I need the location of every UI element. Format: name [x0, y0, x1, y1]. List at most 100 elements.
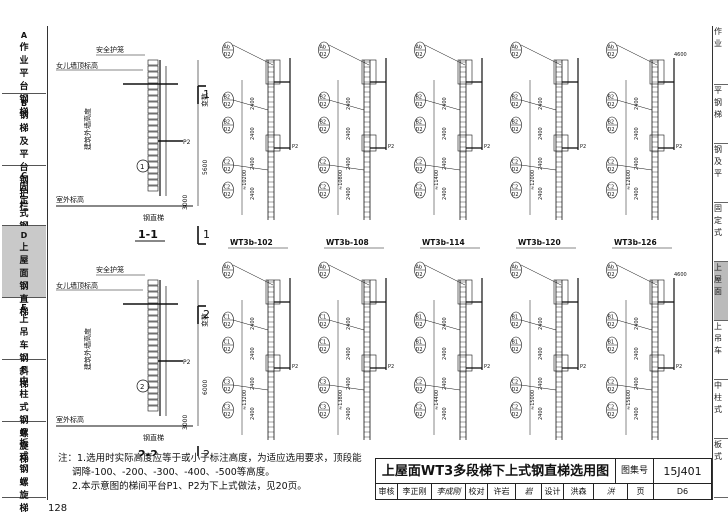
bubble-text-bottom: D2: [320, 347, 327, 353]
next-page-edge: 作业平钢梯钢及平固定式上屋面上吊车中柱式板式: [712, 26, 728, 500]
bubble-text-top: B2: [512, 95, 519, 101]
seg-dim: 2400: [250, 97, 256, 110]
bubble-text-top: Ab: [608, 265, 615, 271]
signature-row: 审核 李正刚 李成刚 校对 许岩 岩 设计 洪森 洪 页 D6: [376, 484, 711, 499]
checker-name: 许岩: [488, 484, 516, 499]
height-dim: ≈15600: [626, 390, 632, 410]
var-label: 变数: [200, 313, 209, 327]
row1-ladders: AbD2B2D2B2D2C2D2C2D2≈1020024002400240024…: [222, 41, 687, 249]
bubble-text-bottom: D2: [416, 102, 423, 108]
ladder-rung: [147, 71, 159, 78]
dim-text: 5600: [202, 160, 209, 175]
bubble-text-bottom: D2: [224, 127, 231, 133]
model-name: WT3b-114: [422, 238, 465, 247]
bubble-text-bottom: D2: [224, 167, 231, 173]
bubble-text-top: B1: [416, 315, 423, 321]
ladder-rung: [147, 107, 159, 114]
parapet-label: 女儿墙顶标高: [56, 61, 98, 70]
leader: [232, 264, 274, 286]
bubble-text-bottom: D2: [512, 52, 519, 58]
section-2-2: 女儿墙顶标高安全护笼变数60003000P2建筑外墙高度2室外标高钢直梯2-22…: [56, 265, 210, 456]
model-name: WT3b-126: [614, 238, 657, 247]
sidebar-item-code: F: [21, 365, 27, 374]
bubble-text-bottom: D2: [224, 272, 231, 278]
leader: [232, 319, 269, 331]
p2-label: P2: [388, 364, 394, 370]
bubble-text-top: C2: [608, 405, 615, 411]
bubble-text-bottom: D2: [608, 102, 615, 108]
leader: [616, 44, 658, 66]
leader: [328, 99, 365, 111]
bubble-text-top: Ab: [512, 265, 519, 271]
bubble-text-bottom: D2: [608, 322, 615, 328]
ladder-rung: [147, 65, 159, 72]
seg-dim: 2400: [634, 157, 640, 170]
bubble-text-bottom: D2: [320, 192, 327, 198]
bubble-text-bottom: D2: [416, 52, 423, 58]
bubble-text-top: C2: [608, 160, 615, 166]
ladder-cage: [649, 354, 665, 372]
sidebar-item-code: C: [21, 171, 27, 180]
top-dim: 4600: [674, 52, 687, 58]
ladder-cage: [649, 134, 665, 152]
ladder-rung: [147, 77, 159, 84]
ladder-rung: [147, 113, 159, 120]
seg-dim: 2400: [346, 97, 352, 110]
atlas-label: 图集号: [616, 459, 654, 484]
p2-label: P2: [183, 139, 191, 146]
bubble-text-top: Ab: [608, 45, 615, 51]
bubble-text-top: B1: [608, 315, 615, 321]
bubble-text-top: C1: [320, 315, 327, 321]
ladder-rung: [147, 179, 159, 186]
cut-marker-num: 2: [203, 448, 210, 456]
ladder-rung: [147, 279, 159, 286]
seg-dim: 2400: [442, 187, 448, 200]
parapet-label: 女儿墙顶标高: [56, 281, 98, 290]
leader: [616, 319, 653, 331]
bubble-text-top: B2: [320, 120, 327, 126]
ladder-rung: [147, 315, 159, 322]
bubble-text-bottom: D2: [608, 192, 615, 198]
seg-dim: 2400: [250, 317, 256, 330]
note-line: 注：1.选用时实际高度应等于或小于标注高度，为适应选用要求，顶段能: [58, 453, 362, 464]
p2-label: P2: [292, 144, 298, 150]
bubble-text-top: C1: [224, 340, 231, 346]
cut-marker-num: 2: [203, 308, 210, 321]
leader: [616, 264, 658, 286]
bubble-text-bottom: D2: [512, 412, 519, 418]
bubble-text-bottom: D2: [320, 102, 327, 108]
sidebar-item-c[interactable]: C固定式钢斜梯: [2, 166, 46, 258]
sidebar-item-label: 作业平台钢梯: [19, 43, 29, 118]
bubble-text-bottom: D2: [320, 52, 327, 58]
bubble-text-top: C2: [512, 185, 519, 191]
ladder-rung: [147, 351, 159, 358]
bubble-text-bottom: D2: [224, 322, 231, 328]
seg-dim: 2400: [346, 157, 352, 170]
ladder-rung: [147, 119, 159, 126]
bubble-text-bottom: D2: [320, 127, 327, 133]
checker-signature: 岩: [516, 484, 542, 499]
seg-dim: 2400: [634, 97, 640, 110]
sidebar-item-code: E: [21, 303, 27, 312]
bubble-text-top: B2: [320, 95, 327, 101]
ladder-rung: [147, 83, 159, 90]
leader: [424, 44, 466, 66]
bubble-text-top: C2: [416, 160, 423, 166]
bubble-text-top: C1: [320, 340, 327, 346]
bubble-text-top: B2: [512, 120, 519, 126]
leader: [520, 164, 557, 171]
designer-signature: 洪: [594, 484, 628, 499]
leader: [328, 164, 365, 171]
bubble-text-bottom: D2: [512, 192, 519, 198]
edge-tab: 平钢梯: [714, 85, 728, 144]
seg-dim: 2400: [442, 377, 448, 390]
height-dim: ≈11400: [434, 170, 440, 190]
page-number: 128: [48, 503, 68, 514]
bubble-text-top: B2: [224, 95, 231, 101]
